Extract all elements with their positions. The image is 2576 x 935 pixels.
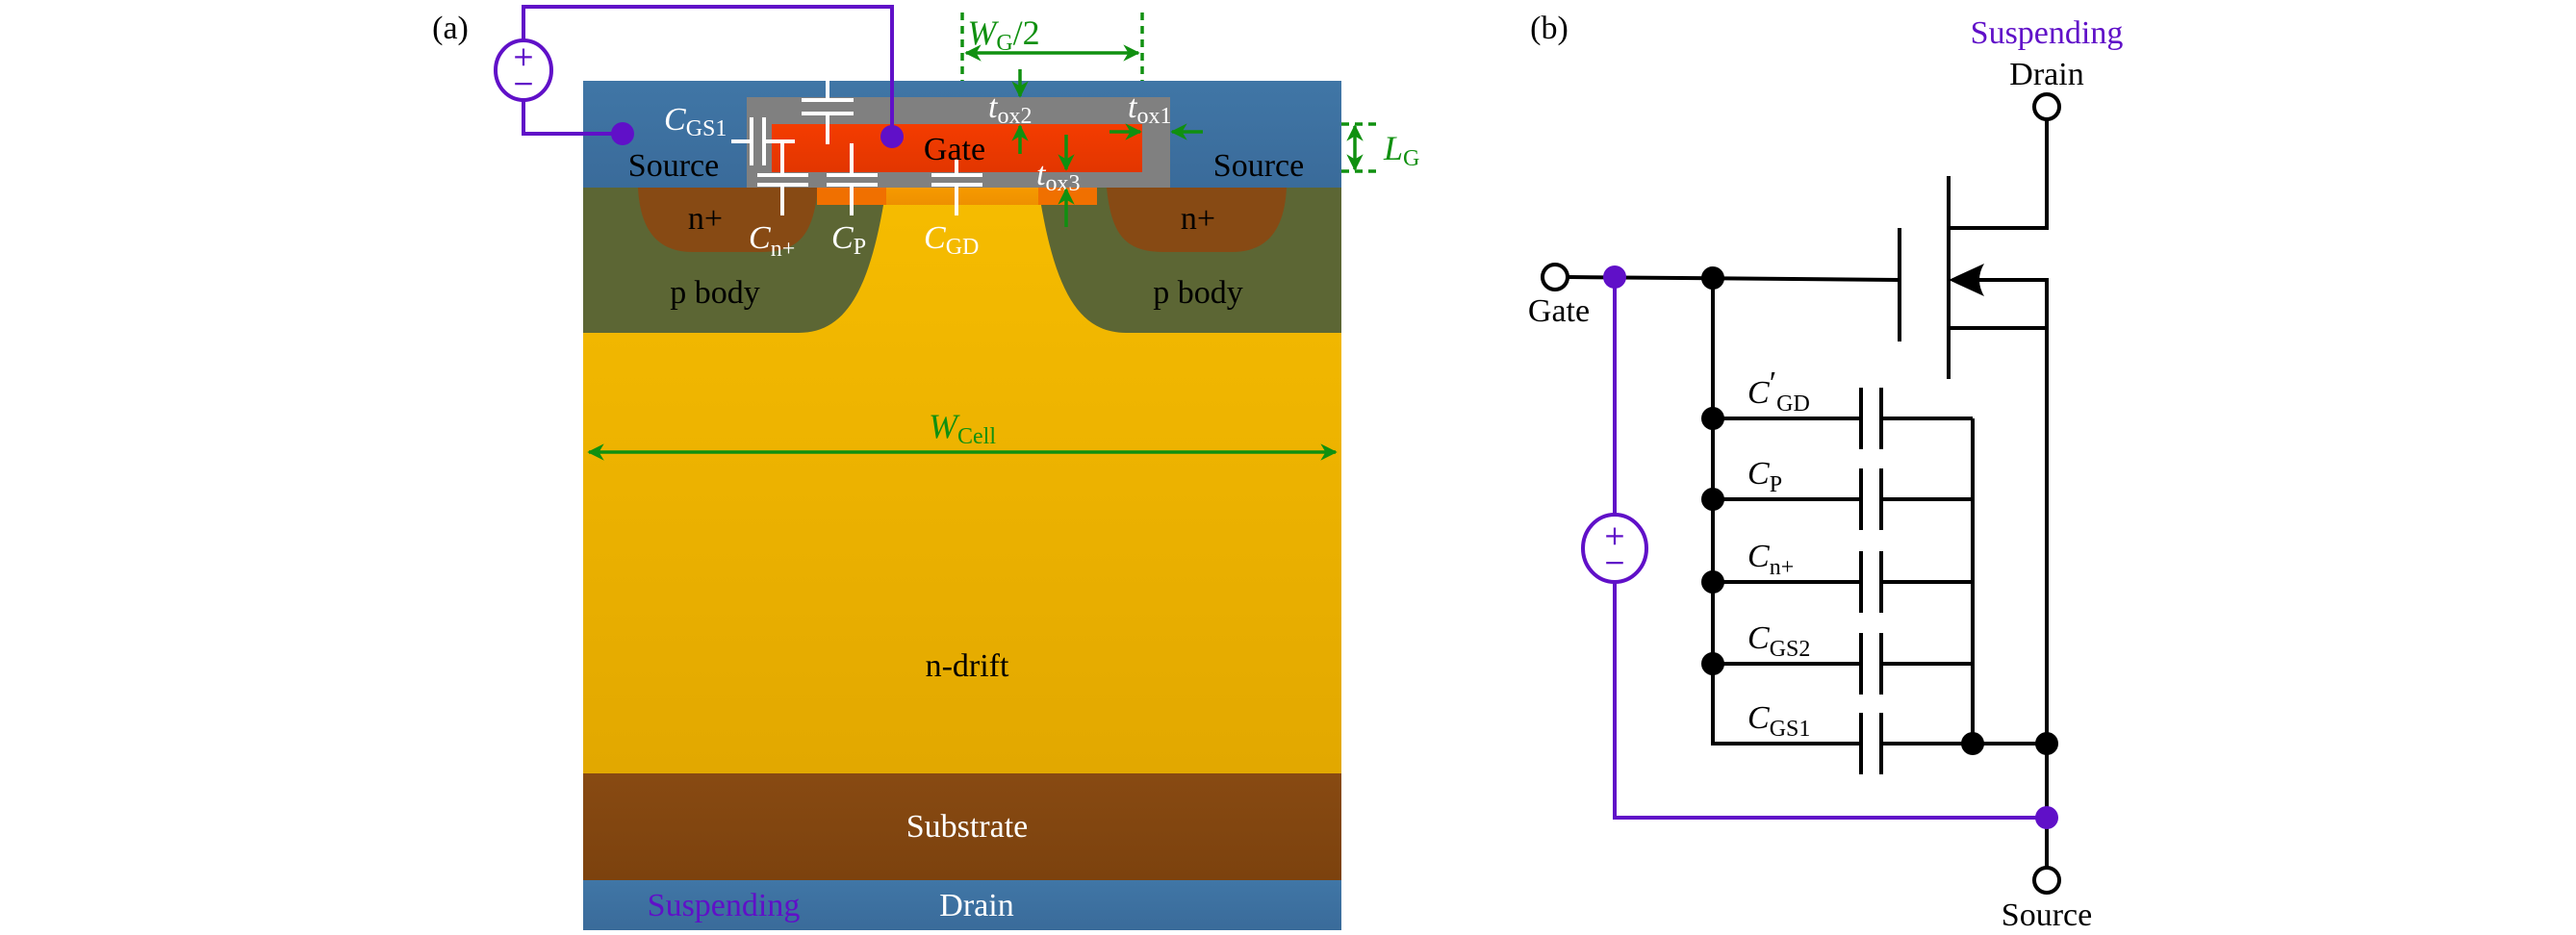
jfet-top-region [886,188,1038,205]
drain-terminal-label: Drain [2009,57,2083,92]
cp-label-a: CP [831,220,866,260]
cap-node-dot [1701,488,1724,511]
cap-node-dot [1701,652,1724,675]
capacitor-row: CGS2 [1701,620,1973,695]
gate-node-dot [1701,266,1724,290]
cap-label-b: C′GD [1747,366,1810,417]
p-body-right-label: p body [1153,275,1243,311]
cap-label-b: CGS2 [1747,620,1810,662]
voltage-source-plus-b: + [1603,519,1625,551]
capacitor-symbols-a [731,81,982,215]
bias-circuit-b [1581,277,2047,820]
drain-terminal[interactable] [2032,92,2061,121]
voltage-source-a [494,38,553,102]
bias-circuit-a [494,5,894,137]
source-rail [1973,278,2049,880]
lg-label: LG [1383,129,1419,171]
n-drift-label: n-drift [926,648,1009,684]
drain-label: Drain [939,888,1013,923]
source-left-label: Source [628,148,719,184]
panel-b-tag: (b) [1530,11,1569,46]
n-plus-left [638,188,818,252]
substrate-region [583,773,1341,880]
gate-bias-dot [1603,265,1626,289]
voltage-source-b [1581,513,1648,584]
bias-wire-top [522,5,894,137]
cap-node-dot [1701,570,1724,594]
p-body-left-label: p body [670,275,760,311]
bias-wire-lower-b [1613,582,2047,820]
source-bias-dot [2035,806,2058,829]
wcell-label: WCell [929,407,996,449]
cnplus-label-a: Cn+ [749,220,795,262]
panel-b: (b) Suspending Drain Gate Source C′GDCPC… [1528,11,2123,933]
suspending-label-a: Suspending [648,888,801,923]
source-rail-node-dot [2035,732,2058,755]
n-plus-right [1107,188,1287,252]
n-plus-left-label: n+ [688,201,723,237]
substrate-label: Substrate [906,809,1029,845]
voltage-source-minus-a: − [512,67,534,99]
cap-label-b: CGS1 [1747,700,1810,742]
voltage-source-minus-b: − [1603,546,1625,578]
capacitor-row: CGS1 [1747,700,1883,774]
cap-node-dot [1701,407,1724,430]
source-terminal[interactable] [2032,866,2061,895]
bias-wire-bottom [522,99,623,136]
cap-label-b: Cn+ [1747,539,1794,580]
cgd-label-a: CGD [924,220,979,260]
capacitor-row: CP [1701,456,1973,530]
drain-metal [583,880,1341,930]
n-plus-right-label: n+ [1181,201,1215,237]
voltage-source-plus-a: + [512,40,534,72]
cap-label-b: CP [1747,456,1782,497]
panel-a: (a) Source Source Gate n+ n+ p body p bo… [432,5,1419,930]
cgs1-label-a: CGS1 [664,102,727,141]
inner-rail-node-dot [1961,732,1984,755]
capacitor-row: Cn+ [1701,539,1973,613]
tox1-label: tox1 [1128,89,1171,129]
gate-contact-dot [880,125,904,148]
mosfet-source-arrow-icon [1949,264,1984,296]
drain-wire [1949,119,2049,230]
dimension-markers [587,13,1378,461]
panel-a-tag: (a) [432,11,469,46]
source-terminal-label: Source [2002,897,2092,933]
left-rail [1711,278,1861,745]
wg-label: WG/2 [967,13,1039,56]
capacitor-row: C′GD [1701,366,1973,449]
suspending-label-b: Suspending [1971,15,2124,51]
gate-terminal[interactable] [1541,263,1569,291]
source-right-label: Source [1213,148,1304,184]
source-contact-dot [611,122,634,145]
gate-terminal-label: Gate [1528,293,1590,329]
